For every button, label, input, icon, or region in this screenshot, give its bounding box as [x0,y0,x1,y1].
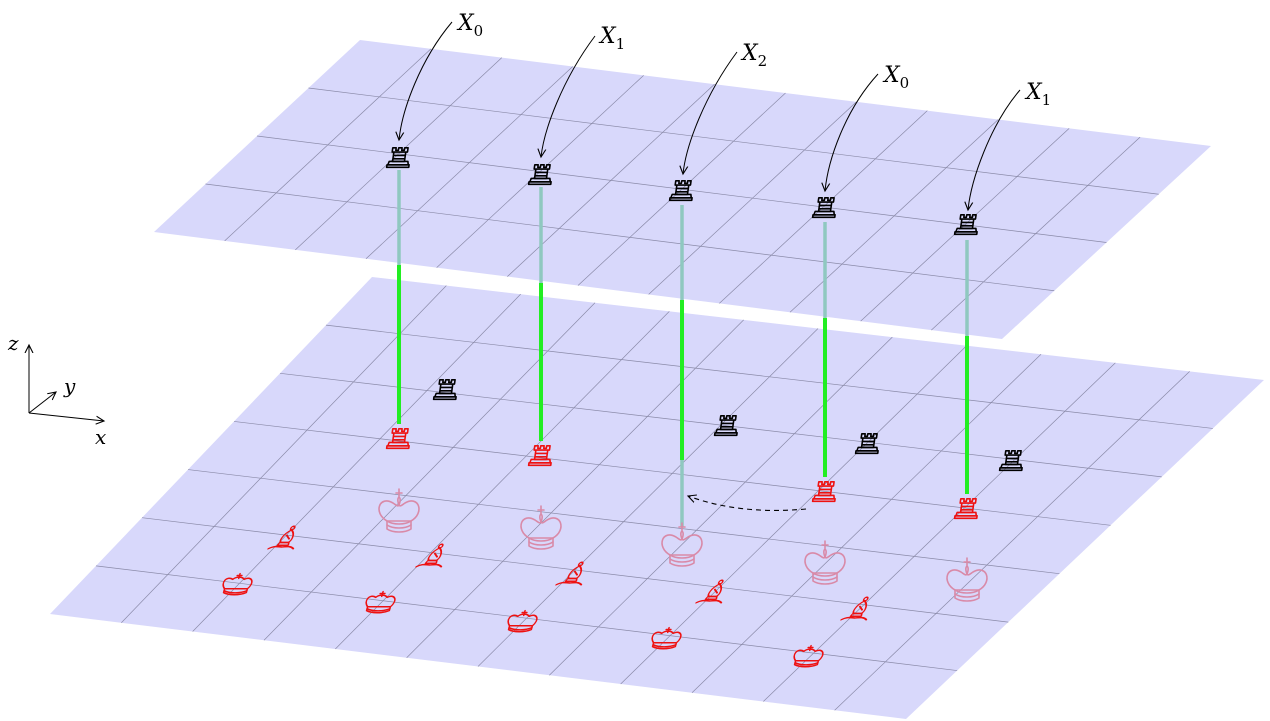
bishop-icon [267,525,296,550]
axis-triad: z y x [7,331,106,449]
grid-line [187,469,1060,575]
label-x0: X0 [399,11,483,140]
label-subscript: 2 [758,52,768,70]
grid-line [834,371,1190,711]
label-text: X1 [598,24,625,53]
grid-line [477,328,819,667]
grid-line [192,293,521,632]
label-x1: X1 [968,80,1051,210]
grid-line [95,565,958,671]
king-icon [520,505,562,550]
lower-board-plane [50,277,1264,719]
label-x0: X0 [825,63,909,191]
grid-line [308,87,1159,195]
label-text: X1 [1024,80,1051,109]
rook-icon [854,433,879,455]
bishop-icon [415,543,444,568]
grid-line [121,285,447,623]
label-text: X0 [882,63,909,92]
king-icon [804,540,846,585]
grid-line [233,421,1111,526]
grid-line [620,345,967,685]
grid-line [325,324,1213,429]
rook-icon [713,415,738,437]
rook-icon [385,428,410,450]
label-text: X2 [740,41,767,70]
z-axis-label: z [7,331,19,355]
label-pointer-arrow [399,21,453,140]
label-text: X0 [456,11,483,40]
queen-icon [365,590,396,614]
label-main: X [882,63,901,88]
label-subscript: 1 [1042,91,1052,109]
bishop-icon [555,561,584,586]
move-arrow [688,496,807,511]
vertical-links [397,170,969,527]
queen-icon [507,609,538,633]
king-icon [946,557,988,602]
grid-line [549,336,893,676]
grid-line [763,362,1116,702]
pieces [222,147,1023,668]
queen-icon [651,626,682,650]
upper-board-grid [205,48,1159,331]
label-main: X [456,11,475,36]
lower-board [50,277,1264,719]
x-axis-label: x [95,425,106,449]
label-pointer-arrow [825,73,879,191]
x-axis-arrow [28,412,104,421]
king-icon [661,522,703,567]
rook-icon [953,498,978,520]
label-x2: X2 [683,41,767,174]
rook-icon [527,164,552,186]
bishop-icon [840,596,869,621]
rook-icon [998,450,1023,472]
grid-line [406,319,744,658]
rook-icon [811,481,836,503]
grid-line [691,353,1042,694]
label-main: X [598,24,617,49]
y-axis-arrow [28,392,56,414]
label-pointer-arrow [683,51,738,174]
label-subscript: 1 [616,35,626,53]
grid-line [335,311,670,650]
upper-board [154,40,1211,339]
label-x1: X1 [541,24,625,157]
rook-icon [527,445,552,467]
rook-icon [953,214,978,236]
label-main: X [740,41,759,66]
label-pointer-arrow [968,89,1021,210]
rook-icon [432,379,457,401]
label-subscript: 0 [900,74,910,92]
rook-icon [385,147,410,169]
queen-icon [222,572,253,596]
label-pointer-arrow [541,35,596,157]
y-axis-label: y [63,374,76,398]
king-icon [378,488,420,533]
label-main: X [1024,80,1043,105]
rook-icon [811,197,836,219]
label-subscript: 0 [474,22,484,40]
grid-line [205,183,1055,292]
queen-icon [793,644,824,668]
bishop-icon [695,579,724,604]
rook-icon [668,180,693,202]
